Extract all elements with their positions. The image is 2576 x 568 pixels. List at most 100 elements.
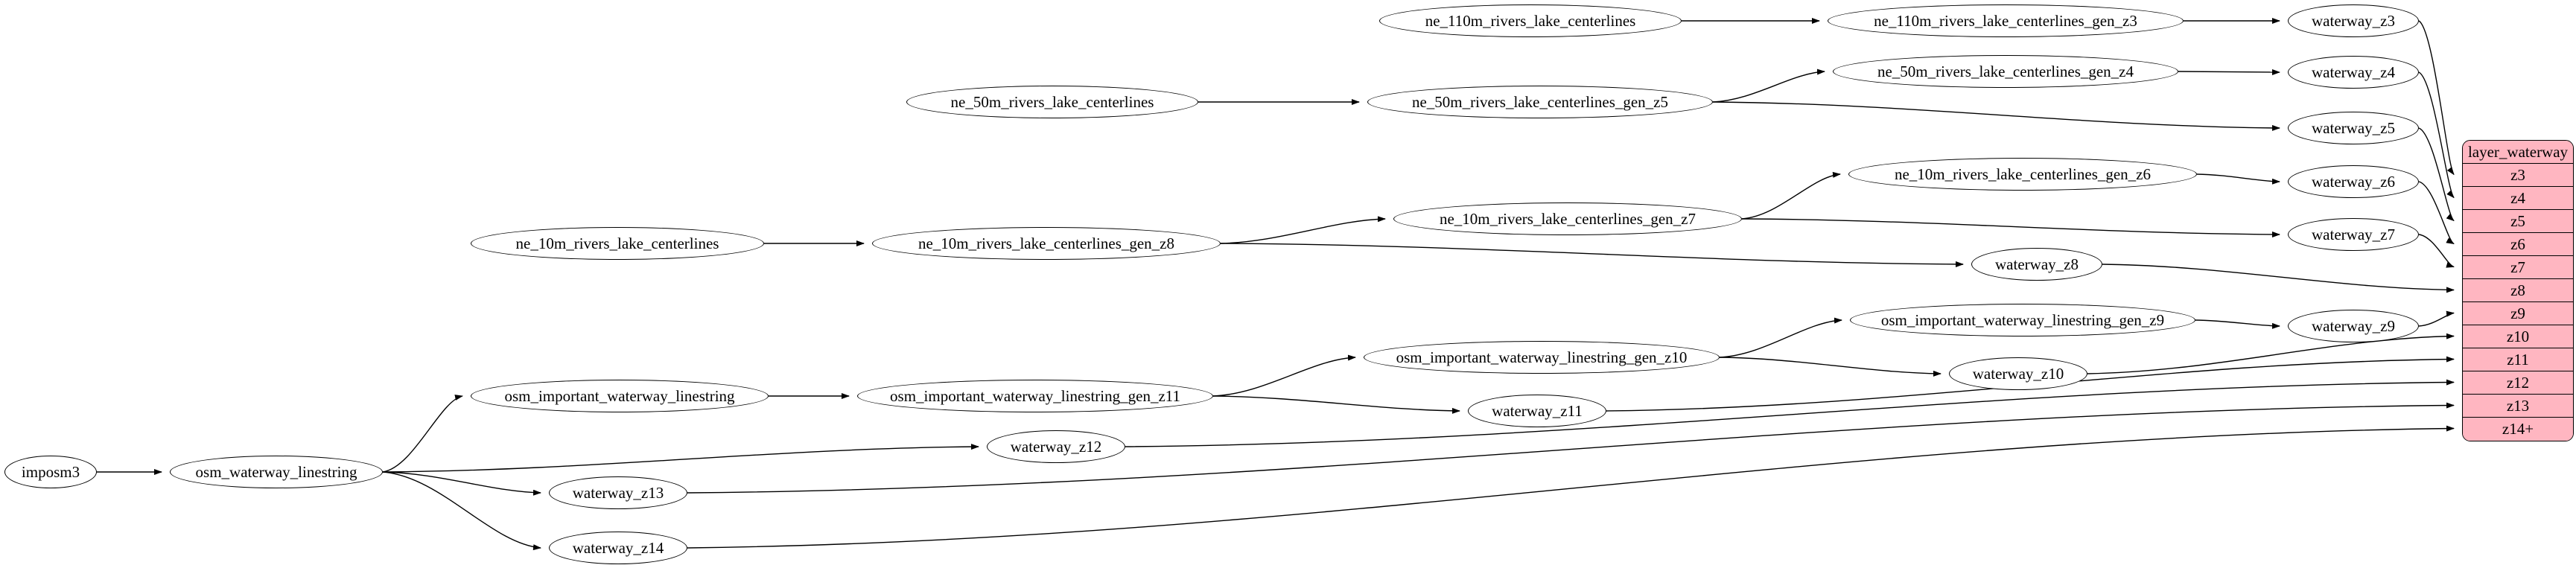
record-row-z4[interactable]: z4 [2463,187,2573,210]
graph-node-label: ne_50m_rivers_lake_centerlines_gen_z4 [1877,62,2134,80]
graph-node-ne_10m_rivers_lake_centerlines_gen_z7[interactable]: ne_10m_rivers_lake_centerlines_gen_z7 [1393,202,1742,235]
graph-node-waterway_z13[interactable]: waterway_z13 [549,476,687,509]
graph-node-label: ne_110m_rivers_lake_centerlines_gen_z3 [1874,11,2137,30]
graph-node-waterway_z8[interactable]: waterway_z8 [1971,248,2102,281]
record-row-label: z8 [2510,281,2525,299]
graph-edge-ne_10m_rivers_lake_centerlines_gen_z8-to-waterway_z8 [1220,243,1964,267]
graph-edge-ne_50m_rivers_lake_centerlines_gen_z4-to-waterway_z4 [2178,68,2280,75]
graph-node-ne_10m_rivers_lake_centerlines[interactable]: ne_10m_rivers_lake_centerlines [471,227,764,260]
graph-edge-waterway_z14-to-layer_waterway.z14+ [687,425,2455,549]
graph-node-waterway_z6[interactable]: waterway_z6 [2288,165,2419,198]
graph-node-label: waterway_z5 [2312,118,2395,137]
record-row-z10[interactable]: z10 [2463,325,2573,348]
graph-node-label: osm_important_waterway_linestring_gen_z9 [1880,310,2165,329]
graph-node-osm_important_waterway_linestring[interactable]: osm_important_waterway_linestring [471,380,769,412]
graph-node-label: osm_waterway_linestring [195,462,357,481]
graph-node-label: ne_10m_rivers_lake_centerlines_gen_z8 [917,234,1175,252]
graph-node-ne_110m_rivers_lake_centerlines[interactable]: ne_110m_rivers_lake_centerlines [1379,4,1682,37]
graph-edge-waterway_z12-to-layer_waterway.z12 [1125,379,2455,447]
graph-edge-osm_waterway_linestring-to-waterway_z12 [382,444,979,473]
graph-node-label: ne_10m_rivers_lake_centerlines_gen_z6 [1894,165,2152,183]
graph-edge-osm_waterway_linestring-to-waterway_z13 [382,471,541,496]
graph-edge-osm_important_waterway_linestring_gen_z11-to-osm_important_waterway_linestring_gen_z10 [1212,354,1356,397]
record-row-z5[interactable]: z5 [2463,210,2573,233]
graph-node-waterway_z10[interactable]: waterway_z10 [1949,357,2087,390]
record-row-z6[interactable]: z6 [2463,233,2573,256]
graph-edge-ne_10m_rivers_lake_centerlines_gen_z6-to-waterway_z6 [2196,173,2280,185]
graph-edge-ne_50m_rivers_lake_centerlines_gen_z5-to-waterway_z5 [1712,101,2280,131]
record-row-label: z11 [2507,350,2529,368]
record-row-z9[interactable]: z9 [2463,302,2573,325]
graph-node-label: osm_important_waterway_linestring [504,386,735,405]
graph-node-waterway_z12[interactable]: waterway_z12 [987,430,1125,463]
record-row-z12[interactable]: z12 [2463,371,2573,395]
graph-node-label: ne_10m_rivers_lake_centerlines_gen_z7 [1439,209,1696,228]
record-row-z11[interactable]: z11 [2463,348,2573,371]
graph-node-osm_important_waterway_linestring_gen_z11[interactable]: osm_important_waterway_linestring_gen_z1… [857,380,1213,412]
graph-node-label: waterway_z12 [1010,437,1102,456]
graph-node-imposm3[interactable]: imposm3 [4,456,97,488]
graph-node-label: osm_important_waterway_linestring_gen_z1… [1396,348,1688,366]
graph-edge-waterway_z6-to-layer_waterway.z6 [2418,181,2455,245]
record-row-label: z9 [2510,304,2525,322]
graph-node-label: ne_50m_rivers_lake_centerlines_gen_z5 [1411,92,1669,111]
graph-edge-waterway_z7-to-layer_waterway.z7 [2418,234,2455,268]
graph-node-ne_10m_rivers_lake_centerlines_gen_z8[interactable]: ne_10m_rivers_lake_centerlines_gen_z8 [872,227,1221,260]
graph-node-label: waterway_z13 [572,483,664,502]
record-row-label: z6 [2510,234,2525,253]
graph-edge-waterway_z10-to-layer_waterway.z10 [2087,333,2455,374]
record-row-z8[interactable]: z8 [2463,279,2573,302]
graph-node-label: imposm3 [21,462,80,481]
graph-node-ne_50m_rivers_lake_centerlines_gen_z5[interactable]: ne_50m_rivers_lake_centerlines_gen_z5 [1367,86,1713,118]
graph-edge-waterway_z3-to-layer_waterway.z3 [2418,20,2455,176]
record-row-z3[interactable]: z3 [2463,164,2573,187]
graph-node-label: waterway_z7 [2312,225,2395,243]
graph-node-label: waterway_z6 [2312,172,2395,191]
graph-node-label: waterway_z8 [1995,255,2079,273]
graph-edge-ne_10m_rivers_lake_centerlines_gen_z7-to-waterway_z7 [1741,218,2280,237]
graph-node-label: waterway_z10 [1972,364,2064,383]
graph-node-waterway_z4[interactable]: waterway_z4 [2288,56,2419,89]
record-row-label: z12 [2506,373,2530,392]
graph-node-osm_important_waterway_linestring_gen_z10[interactable]: osm_important_waterway_linestring_gen_z1… [1364,341,1720,374]
graph-edge-osm_important_waterway_linestring_gen_z10-to-osm_important_waterway_linestring_gen_z9 [1719,317,1842,358]
graph-node-ne_50m_rivers_lake_centerlines[interactable]: ne_50m_rivers_lake_centerlines [906,86,1198,118]
record-row-z13[interactable]: z13 [2463,395,2573,418]
graph-node-label: ne_50m_rivers_lake_centerlines [950,92,1154,111]
record-row-label: z4 [2510,188,2525,207]
graph-node-label: waterway_z3 [2312,11,2395,30]
graph-edge-osm_important_waterway_linestring_gen_z9-to-waterway_z9 [2195,319,2280,329]
graph-edge-osm_important_waterway_linestring_gen_z11-to-waterway_z11 [1212,395,1460,414]
graph-node-ne_10m_rivers_lake_centerlines_gen_z6[interactable]: ne_10m_rivers_lake_centerlines_gen_z6 [1848,158,2197,191]
record-row-z7[interactable]: z7 [2463,256,2573,279]
graph-node-label: waterway_z11 [1492,401,1583,420]
graph-node-ne_50m_rivers_lake_centerlines_gen_z4[interactable]: ne_50m_rivers_lake_centerlines_gen_z4 [1833,55,2178,88]
record-row-z14+[interactable]: z14+ [2463,418,2573,441]
graph-node-waterway_z14[interactable]: waterway_z14 [549,532,687,564]
graph-edge-ne_50m_rivers_lake_centerlines_gen_z5-to-ne_50m_rivers_lake_centerlines_gen_z4 [1712,68,1825,103]
graph-edge-waterway_z5-to-layer_waterway.z5 [2418,127,2455,222]
record-row-label: z13 [2506,396,2530,415]
graph-node-waterway_z7[interactable]: waterway_z7 [2288,218,2419,251]
graph-node-label: ne_110m_rivers_lake_centerlines [1425,11,1636,30]
graph-edge-ne_10m_rivers_lake_centerlines_gen_z7-to-ne_10m_rivers_lake_centerlines_gen_z6 [1741,171,1841,220]
graph-node-label: waterway_z14 [572,538,664,557]
graph-edge-waterway_z13-to-layer_waterway.z13 [687,402,2455,494]
record-row-label: z10 [2506,327,2530,345]
graph-node-ne_110m_rivers_lake_centerlines_gen_z3[interactable]: ne_110m_rivers_lake_centerlines_gen_z3 [1828,4,2184,37]
record-row-label: z3 [2510,165,2525,184]
graph-node-label: waterway_z4 [2312,63,2395,81]
graph-node-osm_waterway_linestring[interactable]: osm_waterway_linestring [170,456,383,488]
graph-node-waterway_z3[interactable]: waterway_z3 [2288,4,2419,37]
graph-node-waterway_z9[interactable]: waterway_z9 [2288,310,2419,342]
graph-node-osm_important_waterway_linestring_gen_z9[interactable]: osm_important_waterway_linestring_gen_z9 [1850,304,2195,336]
graph-node-waterway_z11[interactable]: waterway_z11 [1468,395,1606,427]
graph-node-label: osm_important_waterway_linestring_gen_z1… [890,386,1180,405]
graph-node-waterway_z5[interactable]: waterway_z5 [2288,112,2419,144]
record-row-label: z5 [2510,211,2525,230]
graph-edge-waterway_z4-to-layer_waterway.z4 [2418,71,2455,199]
graph-edge-osm_important_waterway_linestring_gen_z10-to-waterway_z10 [1719,357,1941,377]
